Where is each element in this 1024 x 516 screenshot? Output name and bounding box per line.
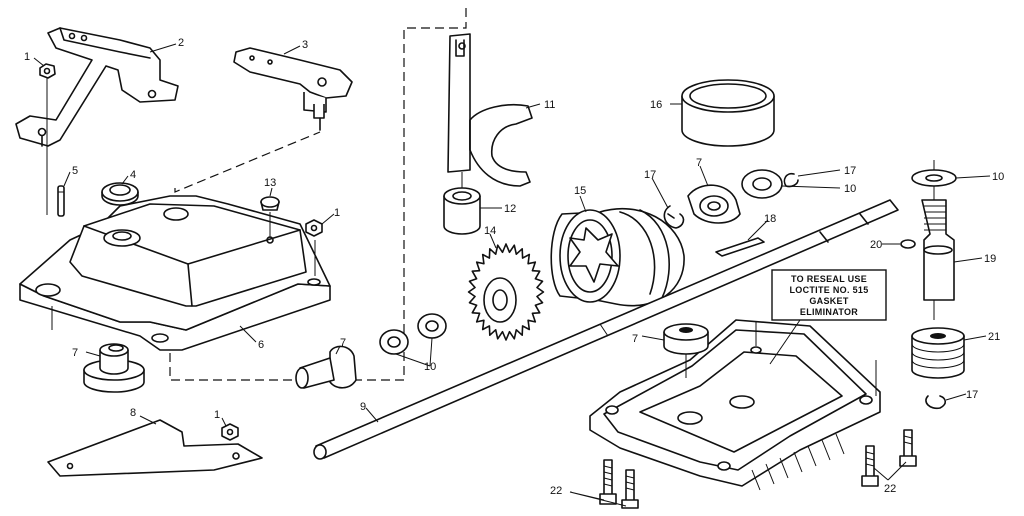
part-8-plate (47, 419, 263, 477)
loctite-note: TO RESEAL USE LOCTITE NO. 515 GASKET ELI… (769, 269, 887, 365)
part-11-shift-fork (447, 33, 533, 187)
assembly-dash-lines (169, 8, 467, 381)
part-16-drum (681, 79, 775, 147)
part-5-pin (57, 185, 65, 217)
part-10-washers-a (379, 313, 447, 355)
callout-4: 4 (130, 169, 136, 181)
part-7-bushing-a (83, 343, 145, 393)
part-7-bushing-b (295, 345, 357, 389)
callout-11: 11 (544, 99, 555, 111)
note-line-2: LOCTITE NO. 515 (789, 285, 868, 295)
callout-6: 6 (258, 339, 264, 351)
part-1-nut-c (221, 423, 239, 441)
callout-10-b: 10 (844, 183, 856, 195)
part-9-shaft (313, 199, 899, 460)
callout-9: 9 (360, 401, 366, 413)
callout-3: 3 (302, 39, 308, 51)
part-3-arm (233, 47, 353, 131)
callout-13: 13 (264, 177, 276, 189)
callout-10-c: 10 (992, 171, 1004, 183)
part-21-spring-gear (911, 327, 965, 379)
callout-19: 19 (984, 253, 996, 265)
callout-14: 14 (484, 225, 496, 237)
callout-22-b: 22 (884, 483, 896, 495)
part-1-nut-a (39, 63, 56, 215)
part-1-nut-b (305, 219, 323, 237)
part-2-bracket (15, 27, 179, 147)
callout-2: 2 (178, 37, 184, 49)
callout-5: 5 (72, 165, 78, 177)
callout-labels: 1 2 3 4 5 13 1 6 7 8 1 11 12 14 7 10 9 1… (24, 37, 1004, 497)
callout-7-c: 7 (696, 157, 702, 169)
part-13-plug (260, 196, 280, 238)
part-12-bushing (443, 172, 481, 235)
callout-10-a: 10 (424, 361, 436, 373)
callout-8: 8 (130, 407, 136, 419)
callout-17-c: 17 (966, 389, 978, 401)
leader-lines (33, 43, 991, 507)
gear-case (589, 319, 881, 491)
callout-15: 15 (574, 185, 586, 197)
part-18-key (715, 237, 765, 257)
part-10-washer-c (911, 169, 957, 187)
part-15-clutch (550, 207, 685, 307)
callout-1-b: 1 (334, 207, 340, 219)
part-17-clip-b (783, 172, 799, 188)
callout-7-b: 7 (340, 337, 346, 349)
callout-1-a: 1 (24, 51, 30, 63)
callout-17-b: 17 (844, 165, 856, 177)
note-line-1: TO RESEAL USE (791, 274, 867, 284)
part-7-bushing-d (663, 323, 709, 355)
note-line-4: ELIMINATOR (800, 307, 858, 317)
callout-20: 20 (870, 239, 882, 251)
part-14-gear (467, 243, 545, 341)
callout-17-a: 17 (644, 169, 656, 181)
callout-18: 18 (764, 213, 776, 225)
part-19-output-shaft (921, 160, 955, 320)
part-10-washer-b (741, 169, 783, 199)
part-6-cover (19, 195, 331, 351)
callout-12: 12 (504, 203, 516, 215)
callout-7-a: 7 (72, 347, 78, 359)
part-4-washer (101, 182, 139, 206)
part-17-clip-c (925, 395, 947, 410)
callout-7-d: 7 (632, 333, 638, 345)
callout-16: 16 (650, 99, 662, 111)
callout-21: 21 (988, 331, 1000, 343)
callout-22-a: 22 (550, 485, 562, 497)
callout-1-c: 1 (214, 409, 220, 421)
part-17-clip-a (663, 205, 685, 229)
part-7-bushing-c (687, 184, 741, 224)
part-20-pin (900, 239, 916, 249)
note-line-3: GASKET (809, 296, 849, 306)
